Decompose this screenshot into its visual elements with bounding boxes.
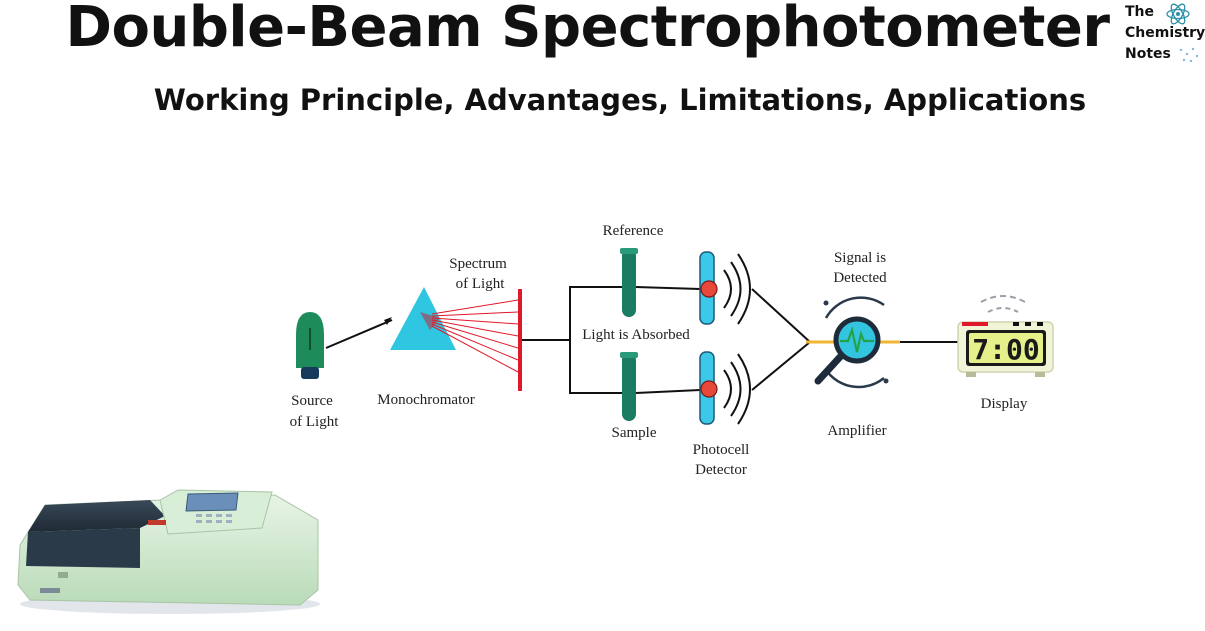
amplifier xyxy=(806,298,900,387)
spectrum-label-2: of Light xyxy=(456,276,506,292)
source-label-2: of Light xyxy=(290,414,340,430)
spectrophotometer-instrument-illustration xyxy=(18,490,320,614)
source-label-1: Source xyxy=(291,393,333,409)
photocell-detector-top xyxy=(700,252,750,324)
digital-display: 7:00 xyxy=(958,296,1053,377)
reference-label: Reference xyxy=(603,223,664,239)
display-label: Display xyxy=(981,396,1028,412)
incident-beam xyxy=(326,320,392,348)
sample-label: Sample xyxy=(612,425,657,441)
signal-label-1: Signal is xyxy=(834,250,886,266)
photocell-label-1: Photocell xyxy=(693,442,750,458)
sample-cuvette xyxy=(620,352,638,421)
absorbed-label: Light is Absorbed xyxy=(582,327,690,343)
amplifier-label: Amplifier xyxy=(827,423,886,439)
photocell-label-2: Detector xyxy=(695,462,747,478)
signal-lines xyxy=(752,289,810,390)
signal-label-2: Detected xyxy=(833,270,887,286)
monochromator-label: Monochromator xyxy=(377,392,474,408)
display-value: 7:00 xyxy=(972,333,1039,366)
photocell-detector-bottom xyxy=(700,352,750,424)
reference-cuvette xyxy=(620,248,638,317)
spectrum-label-1: Spectrum xyxy=(449,256,507,272)
diffraction-grating xyxy=(518,289,522,391)
light-source-lamp xyxy=(296,312,324,379)
